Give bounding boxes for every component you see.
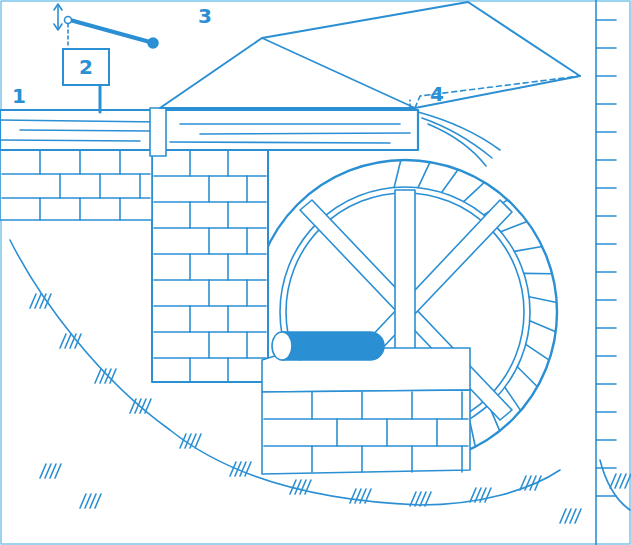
callout-number: 4 bbox=[430, 84, 444, 104]
callout-number: 3 bbox=[198, 6, 212, 26]
sluice-gate: 2 bbox=[62, 48, 110, 86]
water-spill bbox=[418, 112, 500, 166]
stone-pier bbox=[152, 150, 268, 382]
roof bbox=[160, 2, 580, 108]
callout-number: 2 bbox=[79, 57, 93, 77]
callout-number: 1 bbox=[12, 86, 26, 106]
axle-base bbox=[262, 332, 470, 474]
water-channel bbox=[0, 108, 418, 156]
channel-wall bbox=[0, 150, 152, 220]
ground-hatching bbox=[10, 240, 631, 523]
water-wheel bbox=[253, 160, 557, 464]
sluice-lever bbox=[54, 4, 158, 112]
